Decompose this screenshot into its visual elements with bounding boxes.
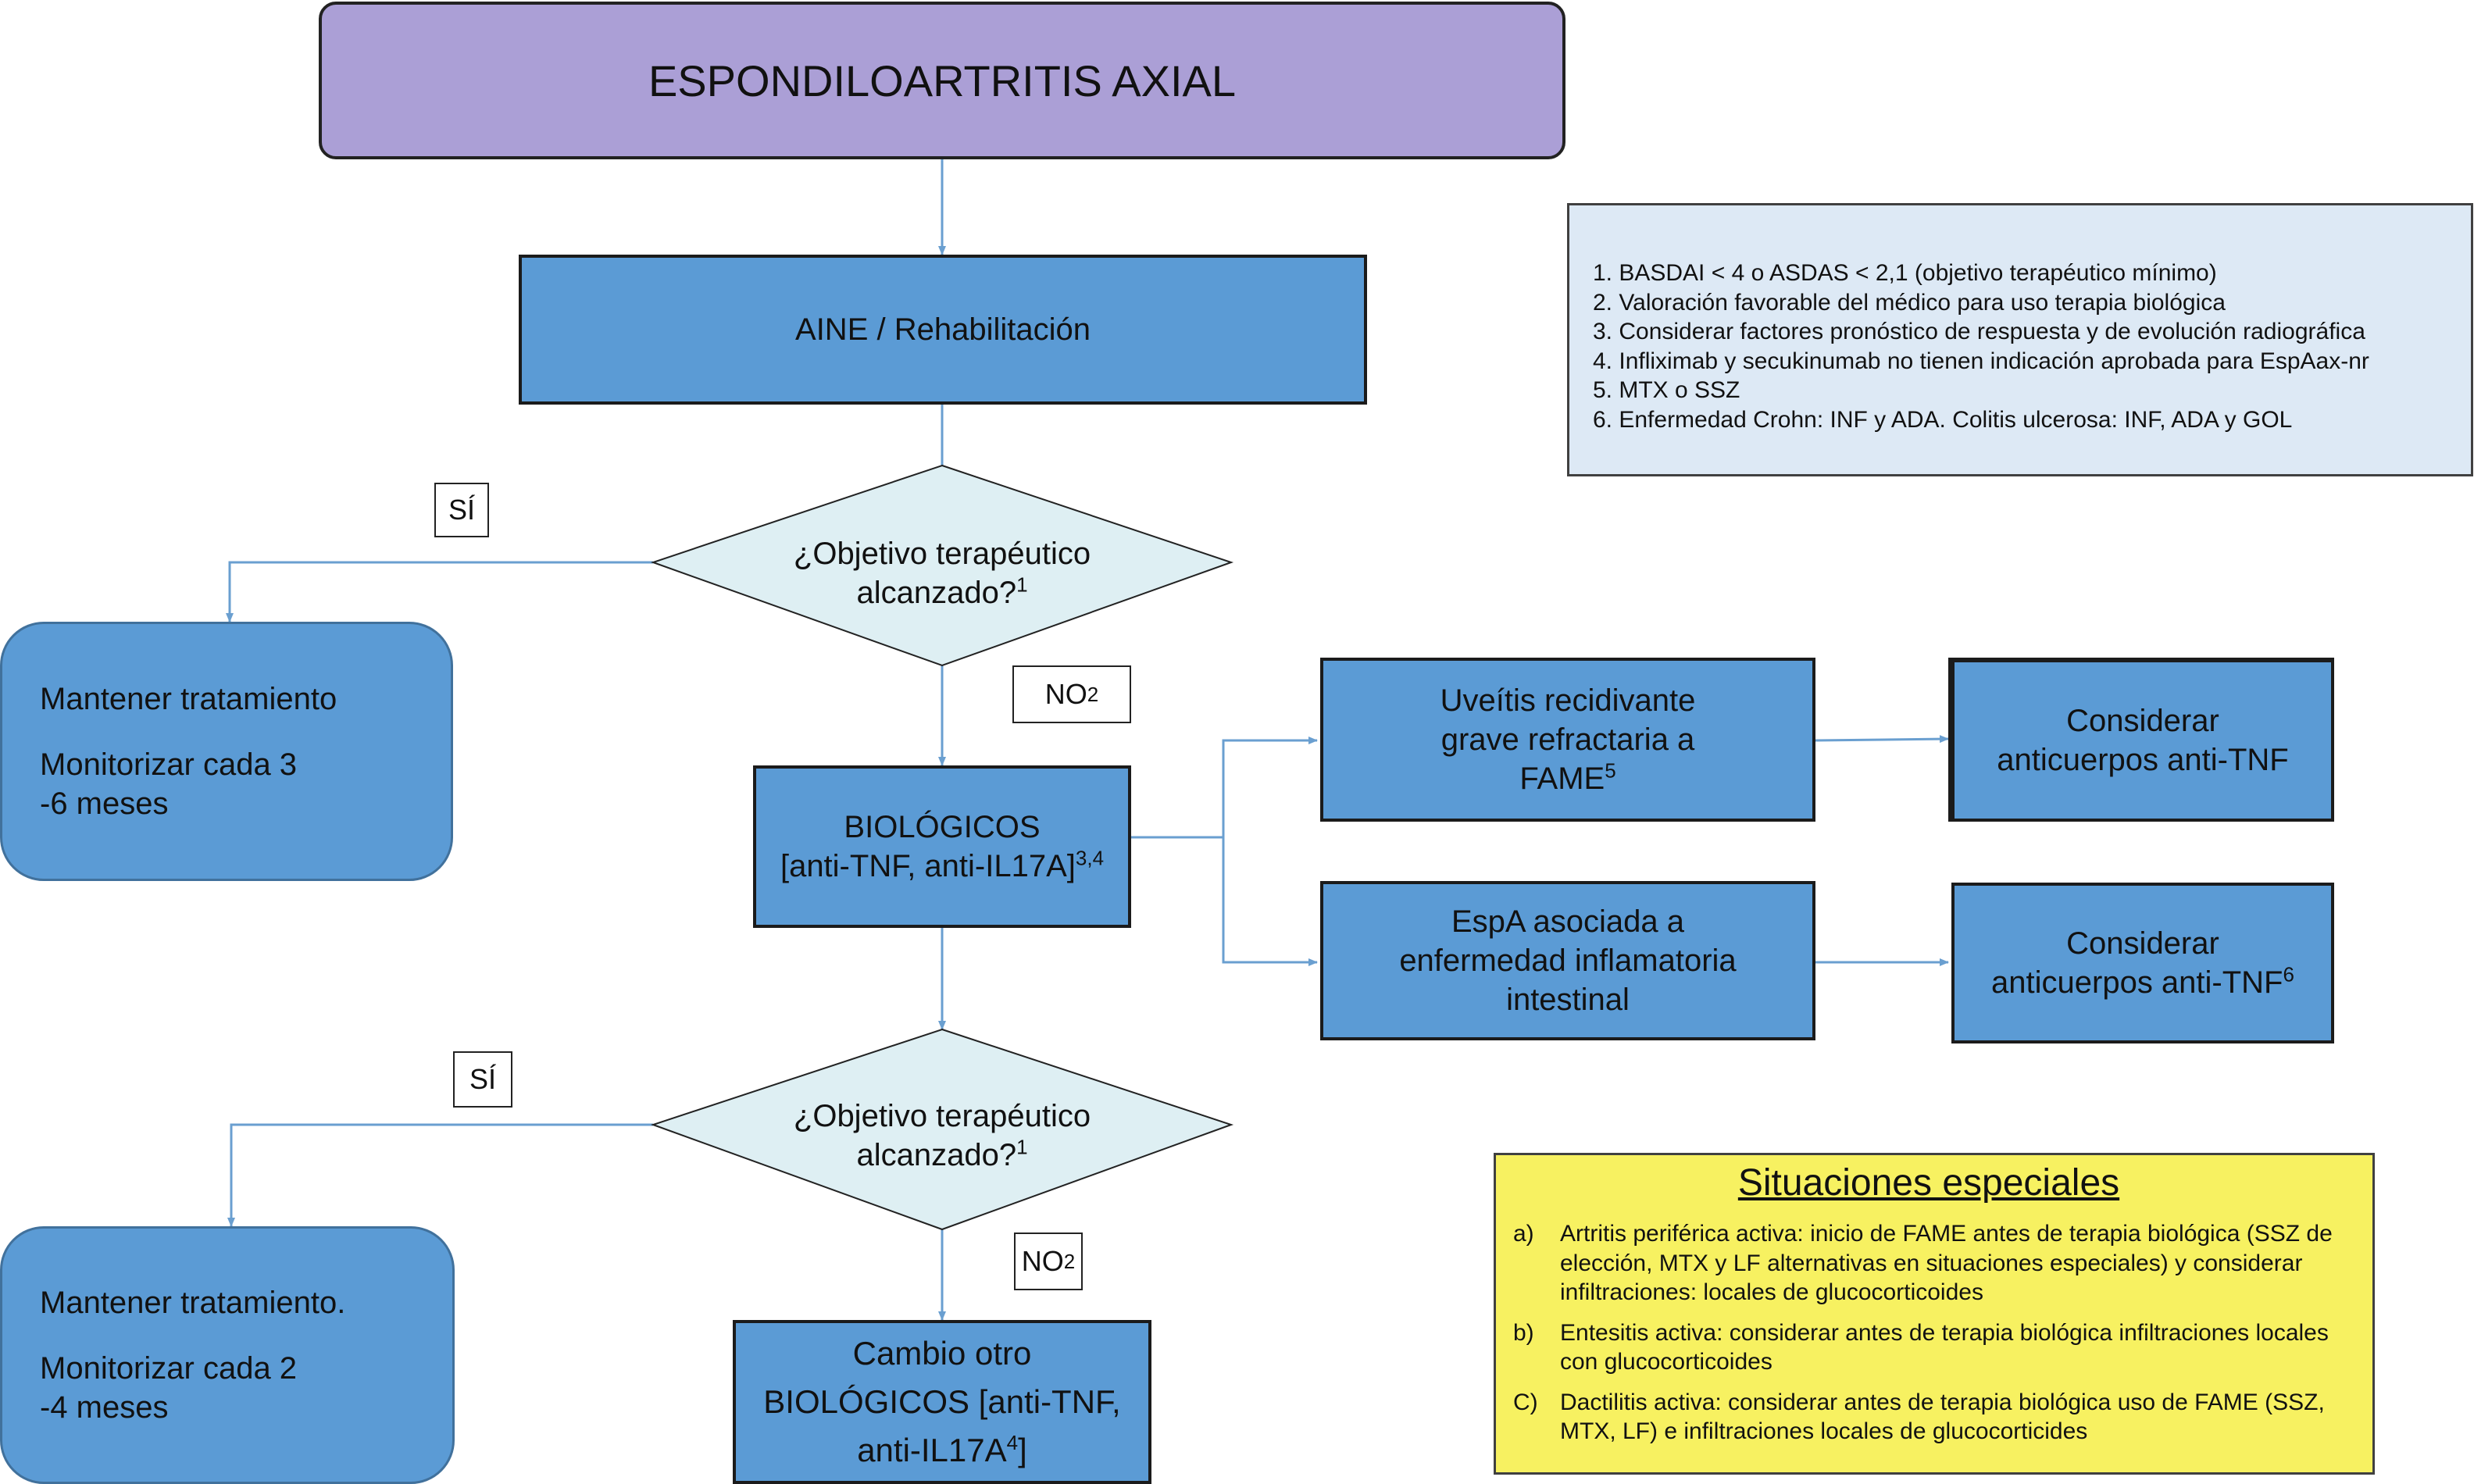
decision-diamond-1 (650, 464, 1234, 667)
footnote-3: 3. Considerar factores pronóstico de res… (1593, 319, 2365, 344)
footnotes-box: 1. BASDAI < 4 o ASDAS < 2,1 (objetivo te… (1567, 203, 2473, 476)
decision2-text: ¿Objetivo terapéutico alcanzado?1 (793, 1099, 1091, 1172)
considerar-box-1: Considerar anticuerpos anti-TNF (1948, 658, 2334, 822)
footnote-1: 1. BASDAI < 4 o ASDAS < 2,1 (objetivo te… (1593, 260, 2217, 286)
si-label-2: SÍ (453, 1051, 512, 1108)
espa-box: EspA asociada a enfermedad inflamatoria … (1320, 881, 1815, 1040)
special-item-text: Artritis periférica activa: inicio de FA… (1560, 1221, 2333, 1305)
considerar-box-2: Considerar anticuerpos anti-TNF6 (1951, 883, 2334, 1043)
footnote-4: 4. Infliximab y secukinumab no tienen in… (1593, 348, 2369, 374)
connector-uveitis-considerar (1815, 735, 1949, 744)
title-text: ESPONDILOARTRITIS AXIAL (648, 55, 1237, 105)
footnote-5: 5. MTX o SSZ (1593, 377, 1740, 403)
biologicos-box: BIOLÓGICOS [anti-TNF, anti-IL17A]3,4 (753, 765, 1131, 928)
si-label-1: SÍ (434, 483, 489, 537)
connector-biologicos-espa (1131, 836, 1318, 966)
aine-box: AINE / Rehabilitación (519, 255, 1367, 405)
decision-diamond-2 (650, 1028, 1234, 1231)
title-box: ESPONDILOARTRITIS AXIAL (319, 2, 1565, 159)
special-item-marker: b) (1513, 1319, 1534, 1346)
special-item-a: a) Artritis periférica activa: inicio de… (1513, 1219, 2344, 1307)
connector-biologicos-uveitis (1131, 737, 1318, 839)
uveitis-box: Uveítis recidivante grave refractaria a … (1320, 658, 1815, 822)
special-item-marker: C) (1513, 1389, 1538, 1415)
special-item-text: Dactilitis activa: considerar antes de t… (1560, 1389, 2325, 1445)
connector-decision1-si (226, 561, 653, 622)
decision1-text: ¿Objetivo terapéutico alcanzado?1 (793, 537, 1091, 610)
special-item-c: C) Dactilitis activa: considerar antes d… (1513, 1388, 2344, 1447)
special-situations-box: Situaciones especiales a) Artritis perif… (1494, 1153, 2375, 1475)
cambio-box: Cambio otro BIOLÓGICOS [anti-TNF, anti-I… (733, 1320, 1151, 1484)
maintain-box-1: Mantener tratamiento Monitorizar cada 3-… (0, 622, 453, 881)
maintain-box-2: Mantener tratamiento. Monitorizar cada 2… (0, 1226, 455, 1484)
footnote-2: 2. Valoración favorable del médico para … (1593, 289, 2226, 316)
connector-decision2-si (227, 1123, 653, 1227)
special-item-text: Entesitis activa: considerar antes de te… (1560, 1319, 2329, 1375)
special-item-b: b) Entesitis activa: considerar antes de… (1513, 1318, 2344, 1377)
aine-text: AINE / Rehabilitación (795, 312, 1091, 347)
footnote-6: 6. Enfermedad Crohn: INF y ADA. Colitis … (1593, 406, 2293, 433)
special-item-marker: a) (1513, 1221, 1534, 1247)
special-situations-heading: Situaciones especiales (1737, 1162, 2120, 1204)
